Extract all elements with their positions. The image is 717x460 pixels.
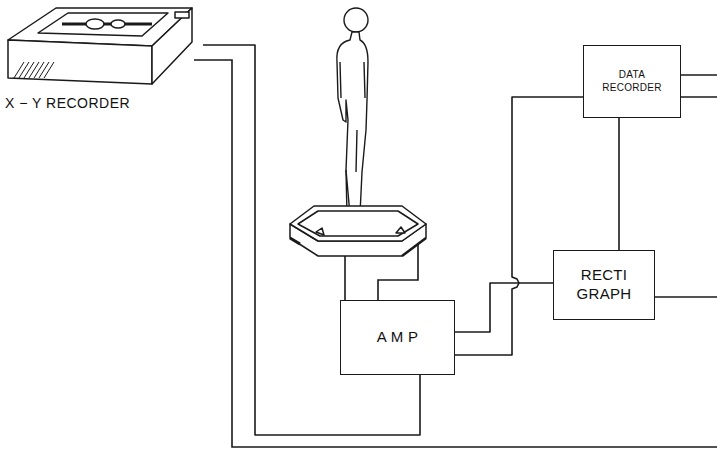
recorder-drawing: [8, 8, 192, 84]
output-wire: [681, 74, 717, 76]
hatch-stroke: [19, 62, 29, 78]
node-label: RECTI GRAPH: [572, 266, 636, 304]
hatch-stroke: [29, 62, 39, 78]
wires: [194, 60, 717, 447]
hatch-stroke: [24, 62, 34, 78]
node-label: X − Y RECORDER: [5, 95, 130, 113]
person-head: [344, 8, 368, 32]
hatch-stroke: [44, 62, 54, 78]
pen-holder: [86, 19, 104, 29]
platform-plate: [298, 211, 418, 236]
recorder-paper: [38, 13, 168, 36]
amplifier-box: A M P: [340, 300, 455, 375]
node-label: DATA RECORDER: [599, 69, 665, 94]
signal-wire: [455, 283, 553, 332]
sensor-mark: [316, 228, 324, 235]
person-figure: [337, 8, 368, 230]
pen-carriage: [62, 23, 152, 26]
recorder-front: [8, 40, 152, 84]
hatch-stroke: [14, 62, 24, 78]
terminal-block: [175, 12, 189, 18]
person-legs: [346, 130, 357, 215]
pen-holder: [111, 20, 125, 28]
platform-top: [290, 206, 426, 241]
recorder-label-box: X − Y RECORDER: [3, 0, 203, 114]
hatch-stroke: [34, 62, 44, 78]
recorder-wire: [194, 60, 717, 447]
device-box: RECTI GRAPH: [553, 250, 655, 320]
output-wire: [655, 296, 717, 298]
device-box: DATA RECORDER: [583, 45, 681, 118]
sensor-mark: [396, 227, 405, 233]
output-wire: [681, 96, 717, 98]
recorder-hatching: [14, 62, 54, 78]
force-platform: [290, 206, 426, 256]
signal-wire: [618, 118, 620, 250]
platform-wire: [378, 244, 418, 300]
platform-wire: [344, 256, 346, 300]
person-arms: [340, 62, 365, 98]
signal-wire: [203, 45, 420, 435]
node-label: A M P: [377, 328, 419, 347]
platform-shade: [402, 238, 426, 256]
person-body: [337, 32, 368, 230]
platform-shade: [290, 238, 300, 244]
hatch-stroke: [39, 62, 49, 78]
